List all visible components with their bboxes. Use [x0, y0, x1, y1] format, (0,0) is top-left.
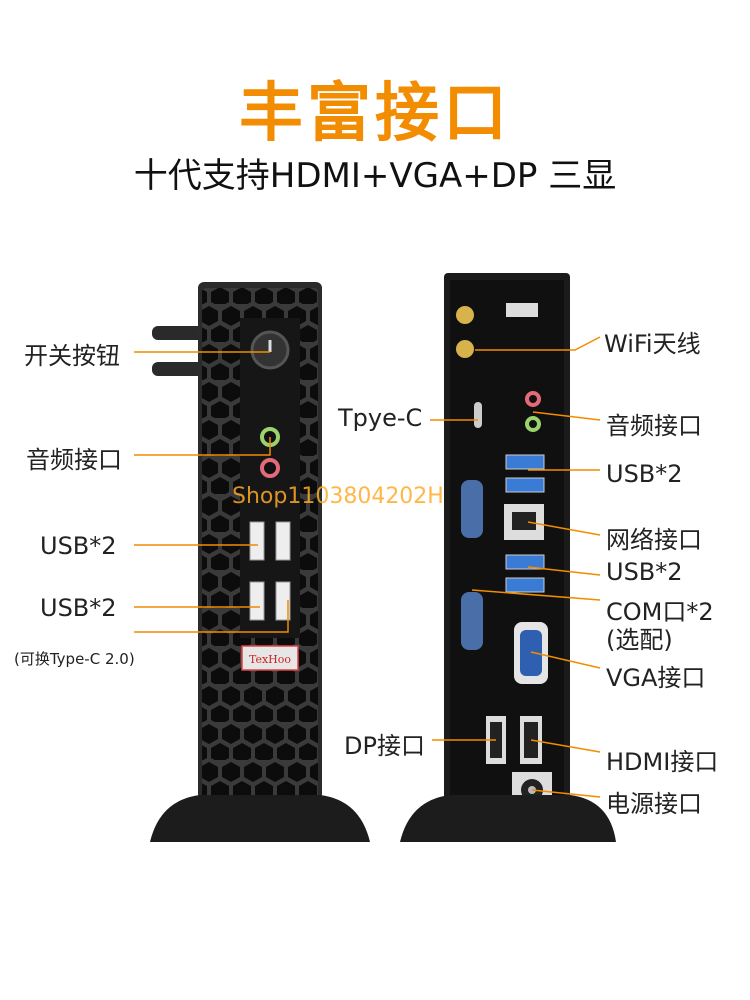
label-rear-usb-bottom: USB*2 — [606, 558, 683, 586]
rear-stand — [400, 795, 616, 842]
front-device: TexHoo — [150, 282, 370, 842]
antenna-2 — [152, 362, 208, 376]
rear-device — [400, 273, 616, 842]
label-rear-audio: 音频接口 — [606, 412, 702, 440]
label-power-port: 电源接口 — [606, 790, 702, 818]
label-front-usb-1: USB*2 — [40, 532, 117, 560]
callout-lines — [134, 336, 601, 798]
label-usb-note: (可换Type-C 2.0) — [14, 650, 135, 668]
front-stand — [150, 795, 370, 842]
page-title: 丰富接口 — [239, 77, 511, 151]
label-com-note: (选配) — [606, 626, 673, 654]
label-wifi: WiFi天线 — [604, 330, 701, 358]
label-hdmi: HDMI接口 — [606, 748, 719, 776]
wifi-connector-2 — [456, 340, 474, 358]
label-com: COM口*2 — [606, 598, 714, 626]
brand-logo: TexHoo — [249, 653, 291, 666]
label-vga: VGA接口 — [606, 664, 706, 692]
label-power-button: 开关按钮 — [24, 342, 120, 370]
wifi-connector-1 — [456, 306, 474, 324]
label-type-c: Tpye-C — [338, 404, 423, 432]
watermark: Shop1103804202H — [232, 484, 444, 509]
mic-jack-icon — [260, 458, 280, 478]
label-front-audio: 音频接口 — [26, 446, 122, 474]
page-subtitle: 十代支持HDMI+VGA+DP 三显 — [133, 156, 617, 196]
label-dp: DP接口 — [344, 732, 425, 760]
label-rear-usb-top: USB*2 — [606, 460, 683, 488]
typec-port-icon — [474, 402, 482, 428]
label-lan: 网络接口 — [606, 526, 702, 554]
label-front-usb-2: USB*2 — [40, 594, 117, 622]
antenna-1 — [152, 326, 208, 340]
